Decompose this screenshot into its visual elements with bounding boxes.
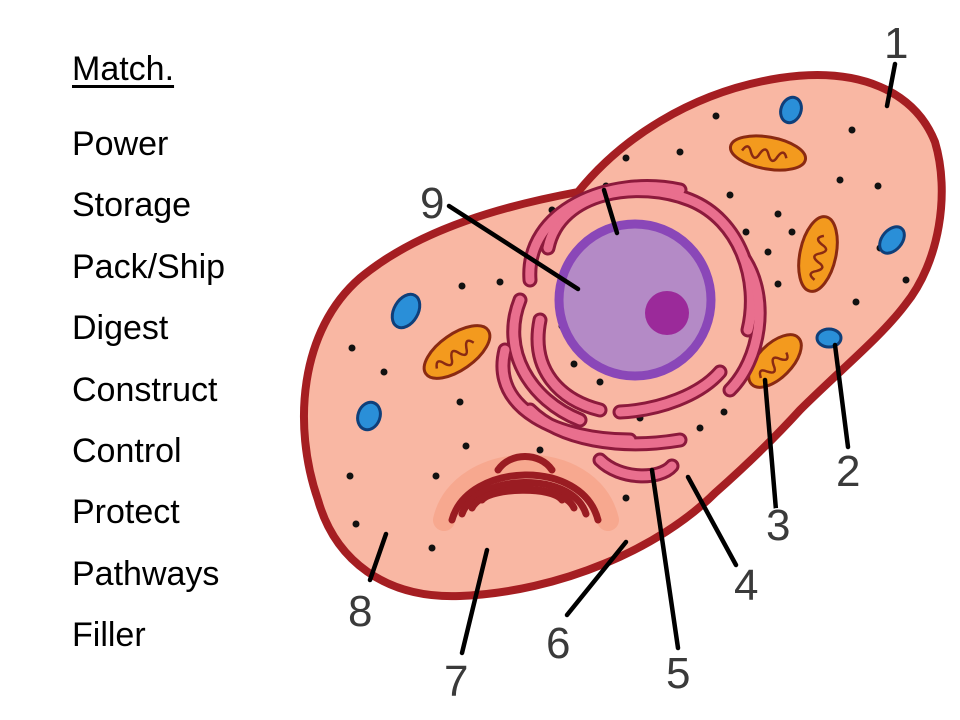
term-digest: Digest [72,309,169,348]
function-word-list: Power Storage Pack/Ship Digest Construct… [72,120,225,673]
vacuole [779,95,803,125]
vacuole [356,400,382,432]
nucleus [554,219,716,381]
label-2: 2 [836,447,860,496]
term-pathways: Pathways [72,554,220,593]
leader-line-2 [832,342,851,450]
leader-line-8 [367,531,389,583]
number-labels: 1 2 3 4 5 6 7 8 9 [347,18,910,708]
term-pack-ship: Pack/Ship [72,247,226,286]
vacuole [815,327,843,349]
leader-line-1 [884,61,898,109]
match-heading: Match. [72,50,175,88]
leader-line-7 [459,547,490,656]
term-filler: Filler [72,616,146,655]
leader-line-6 [564,539,629,618]
label-5: 5 [666,649,690,698]
leader-line-4 [685,474,739,568]
leader-line-9b [601,187,620,236]
mitochondria [422,134,839,389]
leader-lines [367,61,898,656]
label-1: 1 [884,19,908,68]
golgi-apparatus [433,453,619,531]
label-7: 7 [444,657,468,706]
endoplasmic-reticulum [495,179,767,484]
term-power: Power [72,125,169,163]
leader-line-3 [762,377,779,513]
vacuole [390,292,422,330]
label-4: 4 [734,561,758,610]
term-protect: Protect [72,493,180,532]
leader-line-5 [649,467,681,651]
label-9: 9 [420,179,444,228]
term-storage: Storage [72,186,192,225]
label-3: 3 [766,501,790,550]
vacuole [878,225,906,255]
label-8: 8 [348,587,372,636]
term-construct: Construct [72,370,218,409]
term-control: Control [72,431,182,470]
leader-line-9 [446,203,581,292]
nucleolus [645,291,689,335]
label-6: 6 [546,619,570,668]
vacuoles [356,95,906,432]
